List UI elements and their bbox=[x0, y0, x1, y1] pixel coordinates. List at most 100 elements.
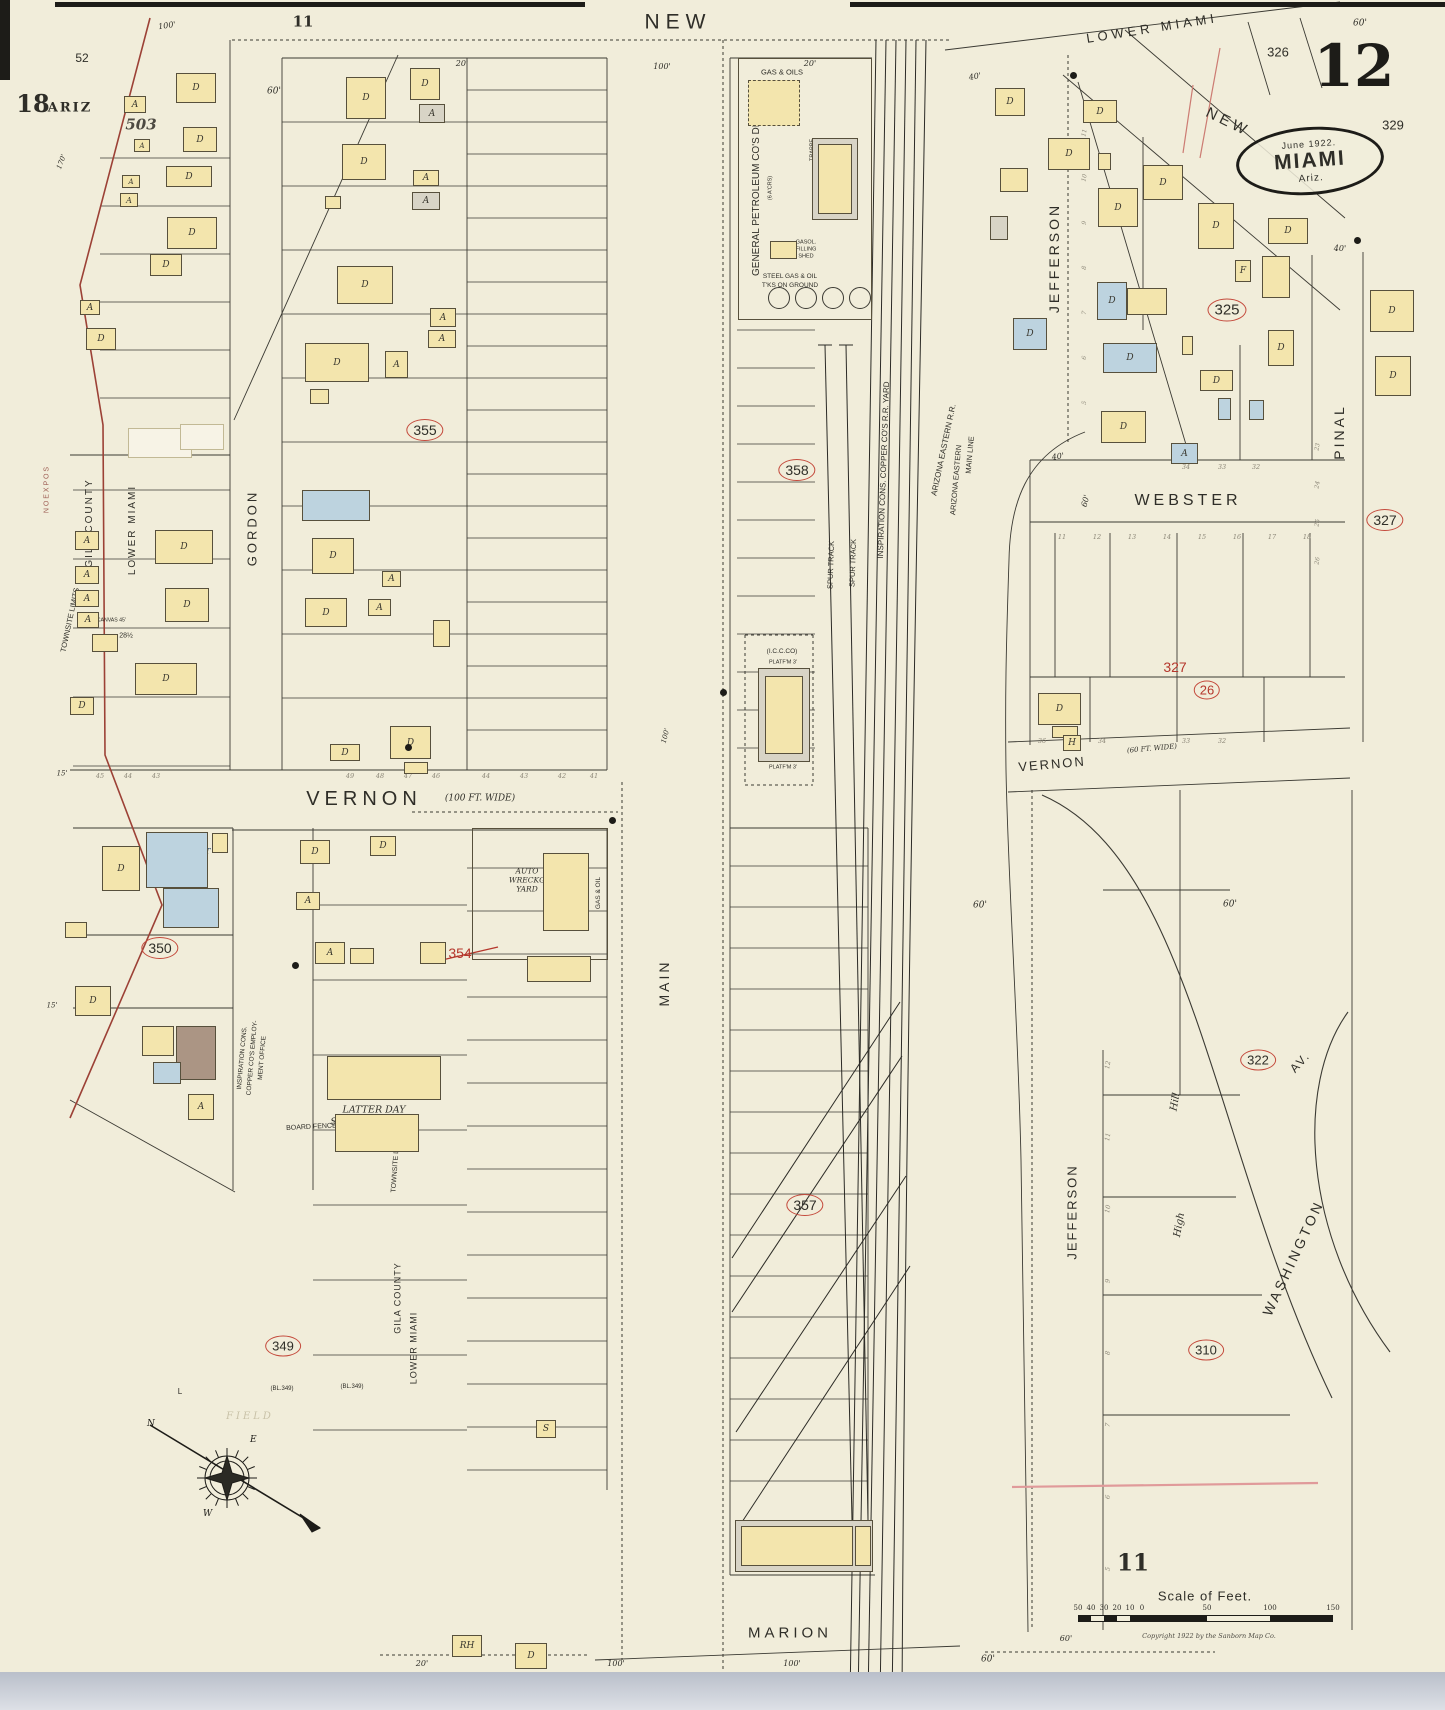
map-number-label: 45 bbox=[95, 771, 105, 780]
map-text-label: L bbox=[177, 1387, 183, 1396]
building-a: A bbox=[413, 170, 439, 186]
scale-tick: 0 bbox=[1139, 1604, 1145, 1612]
building bbox=[770, 241, 797, 259]
scale-tick: 150 bbox=[1326, 1604, 1340, 1612]
building-d: D bbox=[1268, 218, 1308, 244]
building-letter: D bbox=[1126, 353, 1134, 363]
map-text-label: (BL.349) bbox=[270, 1386, 294, 1392]
building-letter: D bbox=[341, 747, 349, 758]
building-d: D bbox=[337, 266, 393, 304]
map-text-label: LOWER MIAMI bbox=[408, 1311, 419, 1385]
map-number-label: 358 bbox=[778, 459, 816, 481]
building-d: D bbox=[183, 127, 217, 152]
map-text-label: LATTER DAY bbox=[342, 1104, 406, 1116]
oil-tank bbox=[822, 287, 844, 309]
map-text-label: STEEL GAS & OIL bbox=[762, 272, 818, 280]
building bbox=[153, 1062, 181, 1084]
map-text-label: WRECKG bbox=[508, 875, 546, 885]
building-letter: A bbox=[128, 177, 134, 186]
building-letter: A bbox=[422, 196, 430, 206]
hydrant-dot bbox=[292, 962, 299, 969]
map-number-label: 16 bbox=[1232, 532, 1242, 541]
scale-bar-segment bbox=[1142, 1615, 1207, 1622]
building-letter: D bbox=[322, 607, 330, 618]
building bbox=[420, 942, 446, 964]
map-text-label: T'KS ON GROUND bbox=[761, 281, 819, 289]
building bbox=[433, 620, 450, 647]
building-d: D bbox=[86, 328, 116, 350]
building-letter: D bbox=[78, 701, 86, 711]
building-letter: D bbox=[162, 260, 170, 270]
building-d: D bbox=[1097, 282, 1127, 320]
building bbox=[180, 424, 224, 450]
oil-tank bbox=[849, 287, 871, 309]
map-number-label: 20' bbox=[415, 1659, 429, 1668]
map-number-label: 327 bbox=[1163, 659, 1187, 675]
building-letter: D bbox=[311, 847, 319, 857]
map-number-label: 15' bbox=[56, 769, 68, 778]
map-number-label: 11 bbox=[1103, 1132, 1113, 1142]
building-d: D bbox=[1048, 138, 1090, 170]
building-letter: D bbox=[362, 93, 370, 103]
hydrant-dot bbox=[720, 689, 727, 696]
map-text-label: FIELD bbox=[226, 1411, 274, 1422]
map-number-label: 9 bbox=[1103, 1278, 1113, 1284]
scale-tick: 40 bbox=[1086, 1604, 1096, 1612]
scale-title: Scale of Feet. bbox=[1157, 1588, 1253, 1604]
compass-letter: N bbox=[146, 1419, 156, 1429]
map-number-label: 5 bbox=[1080, 400, 1089, 406]
map-number-label: 6 bbox=[1103, 1494, 1113, 1500]
building-letter: D bbox=[333, 357, 341, 368]
building bbox=[855, 1526, 871, 1566]
map-number-label: 60' bbox=[1059, 1634, 1073, 1643]
map-number-label: 43 bbox=[519, 771, 529, 780]
building-d: D bbox=[1143, 165, 1183, 200]
scale-tick: 10 bbox=[1125, 1604, 1135, 1612]
building-a: A bbox=[134, 139, 150, 152]
building-letter: D bbox=[1065, 149, 1073, 159]
building bbox=[1218, 398, 1231, 420]
map-text-label: GILA COUNTY bbox=[84, 478, 95, 568]
building-letter: D bbox=[180, 542, 188, 552]
building-letter: A bbox=[388, 574, 395, 584]
building-letter: D bbox=[183, 600, 191, 610]
building-d: D bbox=[515, 1643, 547, 1669]
building-letter: D bbox=[1096, 106, 1104, 117]
building-d: D bbox=[166, 166, 212, 187]
building-a: A bbox=[80, 300, 100, 315]
building bbox=[146, 832, 208, 888]
building bbox=[310, 389, 329, 404]
map-text-label: WEBSTER bbox=[1134, 492, 1242, 509]
building-letter: A bbox=[197, 1102, 205, 1112]
building-letter: A bbox=[439, 312, 447, 323]
building-letter: D bbox=[188, 228, 196, 238]
building-letter: D bbox=[1119, 422, 1128, 432]
building-a: A bbox=[122, 175, 140, 188]
building-letter: D bbox=[1108, 296, 1116, 306]
building-d: D bbox=[410, 68, 440, 100]
building bbox=[1262, 256, 1290, 298]
map-number-label: 503 bbox=[125, 115, 157, 134]
map-number-label: 40' bbox=[1333, 244, 1347, 253]
building-letter: D bbox=[1055, 704, 1064, 714]
map-number-label: 350 bbox=[141, 937, 179, 959]
building-d: D bbox=[165, 588, 209, 622]
map-text-label: LOWER MIAMI bbox=[127, 484, 138, 576]
building-d: D bbox=[390, 726, 431, 759]
map-number-label: 42 bbox=[557, 771, 567, 780]
map-number-label: 11 bbox=[1057, 532, 1067, 541]
map-number-label: 15 bbox=[1197, 532, 1207, 541]
building-d: D bbox=[1370, 290, 1414, 332]
map-number-label: 60' bbox=[1353, 18, 1367, 29]
building bbox=[404, 762, 428, 774]
map-number-label: 33 bbox=[1181, 736, 1191, 745]
scale-tick: 50 bbox=[1202, 1604, 1212, 1612]
building-a: A bbox=[368, 599, 391, 616]
map-text-label: GAS & OILS bbox=[760, 67, 804, 77]
map-number-label: 44 bbox=[123, 771, 133, 780]
building bbox=[1182, 336, 1193, 355]
building-d: D bbox=[305, 343, 369, 382]
building bbox=[212, 833, 228, 853]
map-number-label: 41 bbox=[589, 771, 599, 780]
map-text-label: GILA COUNTY bbox=[392, 1262, 403, 1334]
